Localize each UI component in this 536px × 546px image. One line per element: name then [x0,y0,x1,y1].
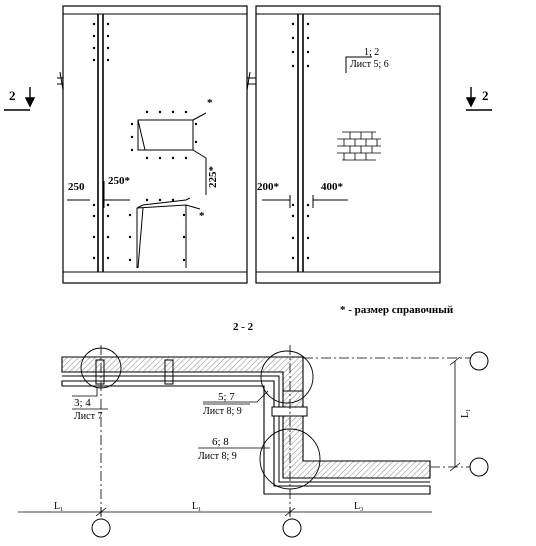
callout-68-ref: 6; 8 [212,436,229,448]
section-mark-left: 2 [9,88,16,103]
axis-label-l2: L1 [192,501,201,513]
dim-400-star: 400* [321,181,344,193]
reference-note: * - размер справочный [340,304,454,316]
section-mark-right: 2 [482,88,489,103]
callout-57-sheet: Лист 8; 9 [203,406,242,417]
dim-200-star: 200* [257,181,280,193]
callout-34-sheet: Лист 7 [74,411,102,422]
callout-34-ref: 3; 4 [74,397,91,409]
dim-225-star: 225* [207,166,219,189]
axis-label-l1: L1 [54,501,63,513]
dim-250-star: 250* [108,175,131,187]
axis-label-l3: L3 [354,501,363,513]
left-wall-panel [57,5,253,284]
right-wall-panel [250,5,441,284]
callout-12-ref: 1; 2 [364,47,379,58]
dim-star-1: * [207,97,213,109]
callout-57-ref: 5; 7 [218,391,235,403]
section-plan [18,345,489,538]
brick-symbol [337,131,381,161]
axis-label-lv: L1 [460,409,472,418]
dim-star-2: * [199,210,205,222]
dim-250: 250 [68,181,85,193]
callout-68-sheet: Лист 8; 9 [198,451,237,462]
anchor-dots-right [291,22,310,260]
section-title: 2 - 2 [233,321,254,333]
callout-12-sheet: Лист 5; 6 [350,59,389,70]
section-cut-marks [4,87,492,111]
anchor-dots-left [92,22,198,262]
